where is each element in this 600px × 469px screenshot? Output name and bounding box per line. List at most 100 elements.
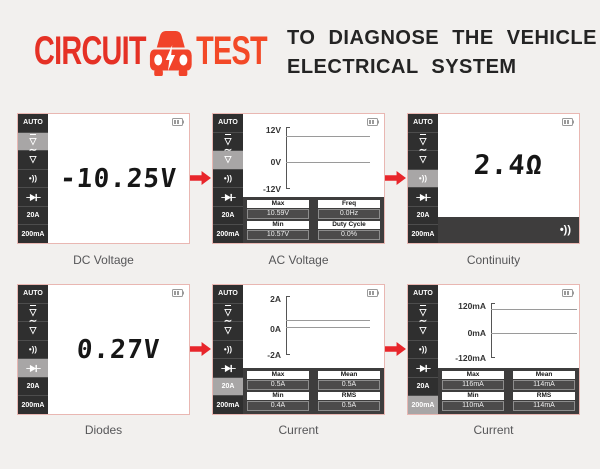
- continuity-status-strip: •)): [438, 217, 579, 243]
- range-20a-button[interactable]: 20A: [213, 207, 243, 226]
- battery-icon: [562, 118, 574, 126]
- dc-voltage-icon: ▽: [419, 304, 427, 317]
- dc-voltage-icon: ▽: [224, 304, 232, 317]
- flow-arrow: [190, 171, 211, 185]
- auto-button[interactable]: AUTO: [213, 285, 243, 304]
- signal-trace: [491, 333, 577, 334]
- stat-value: 0.5A: [318, 380, 380, 390]
- continuity-icon: •)): [28, 174, 38, 184]
- waveform-graph: 120mA 0mA -120mA: [438, 285, 579, 368]
- range-200ma-button[interactable]: 200mA: [411, 230, 435, 238]
- y-axis-tick: 2A: [270, 294, 281, 304]
- range-20a-button[interactable]: 20A: [18, 207, 48, 226]
- measurement-readout: -10.25V: [59, 164, 178, 194]
- continuity-button[interactable]: •)): [408, 169, 438, 189]
- continuity-button[interactable]: •)): [213, 341, 243, 360]
- y-axis-tick: -2A: [267, 350, 281, 360]
- ac-voltage-button[interactable]: ▽: [408, 151, 438, 170]
- range-20a-button[interactable]: 20A: [213, 377, 243, 397]
- auto-button[interactable]: AUTO: [408, 114, 438, 133]
- auto-button[interactable]: AUTO: [18, 285, 48, 304]
- signal-trace: [286, 136, 370, 137]
- continuity-button[interactable]: •)): [18, 170, 48, 189]
- range-200ma-button[interactable]: 200mA: [408, 396, 438, 415]
- range-20a-button[interactable]: 20A: [408, 378, 438, 397]
- ac-voltage-button[interactable]: ▽: [213, 151, 243, 170]
- continuity-icon: •)): [223, 174, 233, 184]
- tagline: TO DIAGNOSE THE VEHICLE ELECTRICAL SYSTE…: [287, 24, 597, 82]
- auto-button[interactable]: AUTO: [408, 285, 438, 304]
- measurement-readout: 0.27V: [75, 335, 162, 365]
- continuity-button[interactable]: •)): [18, 341, 48, 360]
- signal-trace: [286, 162, 370, 163]
- range-200ma-button[interactable]: 200mA: [21, 401, 45, 409]
- auto-button[interactable]: AUTO: [213, 114, 243, 133]
- diode-button[interactable]: [408, 188, 438, 207]
- stat-value: 0.0Hz: [318, 209, 380, 219]
- stat-label: Min: [247, 392, 309, 400]
- range-200ma-button[interactable]: 200mA: [216, 401, 240, 409]
- stat-value: 0.4A: [247, 401, 309, 411]
- ac-voltage-button[interactable]: ▽: [18, 322, 48, 341]
- waveform-graph: 2A 0A -2A: [243, 285, 384, 368]
- range-20a-button[interactable]: 20A: [408, 207, 438, 226]
- stat-value: 0.0%: [318, 230, 380, 240]
- y-axis-line: [286, 127, 290, 189]
- range-200ma-button[interactable]: 200mA: [216, 230, 240, 238]
- range-20a-button[interactable]: 20A: [18, 378, 48, 397]
- diode-icon: [415, 364, 431, 372]
- stat-value: 114mA: [513, 380, 575, 390]
- ac-voltage-button[interactable]: ▽: [213, 322, 243, 341]
- diode-button[interactable]: [18, 359, 48, 378]
- logo-text-circuit: CIRCUIT: [34, 29, 146, 73]
- battery-icon: [367, 289, 379, 297]
- continuity-beeper-icon: •)): [559, 224, 571, 236]
- panel-diodes: AUTO ▽ ▽ •)) 20A 200mA 0.27V: [17, 284, 190, 415]
- ac-voltage-icon: ▽: [30, 326, 37, 335]
- diode-button[interactable]: [213, 359, 243, 378]
- battery-icon: [562, 289, 574, 297]
- mode-sidebar: AUTO ▽ ▽ •)) 20A 200mA: [408, 114, 438, 243]
- ac-voltage-icon: ▽: [30, 155, 37, 164]
- continuity-button[interactable]: •)): [408, 341, 438, 360]
- display-area: 2.4Ω •)): [438, 114, 579, 243]
- stat-value: 116mA: [442, 380, 504, 390]
- ac-voltage-button[interactable]: ▽: [18, 151, 48, 170]
- panel-current-200ma: AUTO ▽ ▽ •)) 20A 200mA 120mA 0mA -120mA …: [407, 284, 580, 415]
- continuity-button[interactable]: •)): [213, 170, 243, 189]
- stat-label: RMS: [513, 392, 575, 400]
- y-axis-tick: 0A: [270, 324, 281, 334]
- panel-dc-voltage: AUTO ▽ ▽ •)) 20A 200mA -10.25V: [17, 113, 190, 244]
- diode-button[interactable]: [408, 359, 438, 378]
- range-200ma-button[interactable]: 200mA: [21, 230, 45, 238]
- dc-voltage-icon: ▽: [419, 133, 427, 146]
- stat-value: 0.5A: [247, 380, 309, 390]
- signal-trace: [286, 320, 370, 321]
- mode-sidebar: AUTO ▽ ▽ •)) 20A 200mA: [213, 285, 243, 414]
- ac-voltage-icon: ▽: [225, 155, 232, 164]
- flow-arrow: [385, 171, 406, 185]
- ac-voltage-button[interactable]: ▽: [408, 322, 438, 341]
- y-axis-tick: 120mA: [458, 301, 486, 311]
- panel-current-20a: AUTO ▽ ▽ •)) 20A 200mA 2A 0A -2A Max0.5A…: [212, 284, 385, 415]
- diode-button[interactable]: [18, 188, 48, 207]
- auto-button[interactable]: AUTO: [18, 114, 48, 133]
- panel-caption: Current: [278, 423, 319, 437]
- battery-icon: [172, 289, 184, 297]
- stat-value: 0.5A: [318, 401, 380, 411]
- display-area: -10.25V: [48, 114, 189, 243]
- diode-button[interactable]: [213, 188, 243, 207]
